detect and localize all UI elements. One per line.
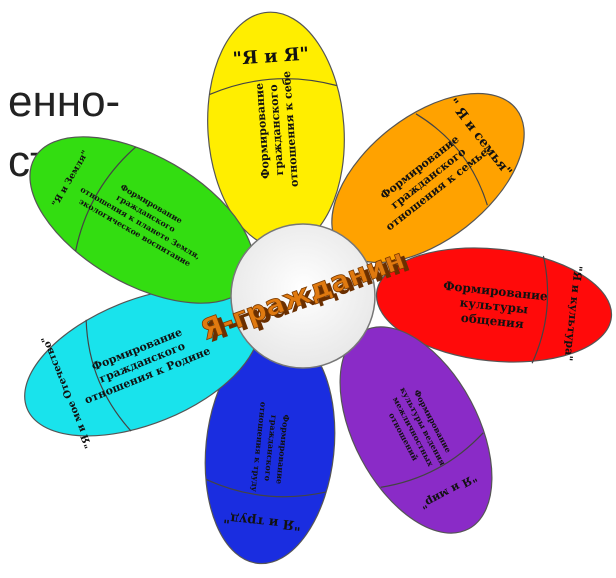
center-circle bbox=[230, 223, 376, 369]
petal-family: " Я и семья" Формирование гражданского о… bbox=[331, 92, 525, 264]
petal-culture-shape bbox=[375, 247, 613, 363]
petal-culture: "Я и культура" Формирование культуры общ… bbox=[375, 247, 613, 364]
petal-culture-line3: общения bbox=[460, 311, 524, 332]
petal-work: "Я и труд" Формирование гражданского отн… bbox=[204, 331, 336, 565]
petal-self-line2: гражданского bbox=[267, 84, 286, 176]
background-text-line1: енно- bbox=[8, 77, 121, 126]
petal-homeland: "Я и мое Отечество" Формирование граждан… bbox=[24, 287, 260, 450]
petal-world: "Я и мир" Формирование культуры ведения … bbox=[339, 326, 493, 534]
petal-nature: "Я и Земля" Формирование гражданского от… bbox=[29, 136, 255, 304]
petal-self: "Я и Я" Формирование гражданского отноше… bbox=[207, 11, 345, 249]
